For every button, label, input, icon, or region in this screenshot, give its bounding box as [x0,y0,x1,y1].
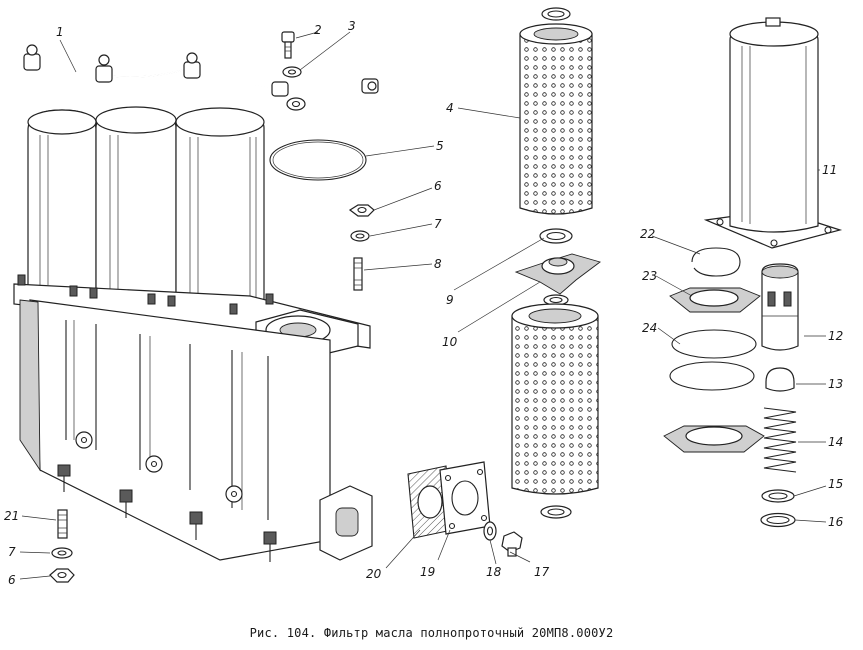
part-6-nut [348,204,375,217]
part-7-washer [350,230,370,242]
part-23-washer [669,287,761,313]
callout-21: 21 [4,509,19,523]
callout-24: 24 [642,321,657,335]
callout-12: 12 [828,329,843,343]
callout-9: 9 [446,293,454,307]
part-11-cover [703,17,843,249]
callout-2: 2 [314,23,322,37]
callout-11: 11 [822,163,837,177]
part-17-plug [501,531,523,557]
callout-16: 16 [828,515,844,529]
callout-17: 17 [534,565,550,579]
callout-18: 18 [486,565,502,579]
leader-lines [19,31,827,580]
part-22-snap-ring [691,247,741,277]
part-4-filter-element [519,7,593,215]
part-14-spring [763,407,797,473]
callout-3: 3 [348,19,356,33]
callout-7-lower: 7 [8,545,16,559]
part-19-flange-gasket [439,461,491,535]
part-13-cap [765,367,795,392]
callout-10: 10 [442,335,458,349]
callout-1: 1 [56,25,64,39]
callout-19: 19 [420,565,435,579]
callout-20: 20 [366,567,382,581]
callout-23: 23 [642,269,657,283]
callout-6-lower: 6 [8,573,16,587]
callout-6: 6 [434,179,442,193]
exploded-view-drawing: 1 2 3 4 5 6 7 8 9 10 11 12 13 14 15 16 1… [4,7,844,587]
callout-4: 4 [446,101,454,115]
callout-5: 5 [436,139,444,153]
callout-22: 22 [640,227,655,241]
figure-caption: Рис. 104. Фильтр масла полнопроточный 20… [249,626,614,640]
part-24-spring-ring [663,329,765,453]
part-12-valve [761,263,799,351]
part-3-washer [282,66,306,111]
part-7-washer-lower [51,547,73,559]
part-10-plate [514,253,601,295]
part-6-nut-lower [49,568,75,583]
filter-element-lower [511,294,599,519]
callout-14: 14 [828,435,843,449]
part-15-washer [761,489,795,503]
part-2-bolt [281,31,295,59]
callout-7: 7 [434,217,442,231]
callout-labels: 1 2 3 4 5 6 7 8 9 10 11 12 13 14 15 16 1… [4,19,844,587]
part-16-washer [760,512,796,528]
callout-15: 15 [828,477,843,491]
part-18-washer [483,521,497,541]
part-1-pipe-assembly [23,44,379,97]
part-8-stud [353,257,363,291]
part-5-seal-ring [269,139,367,181]
filter-housing [13,106,373,562]
callout-8: 8 [434,257,442,271]
part-9-gasket [539,228,573,244]
callout-13: 13 [828,377,843,391]
part-21-stud [57,509,68,539]
